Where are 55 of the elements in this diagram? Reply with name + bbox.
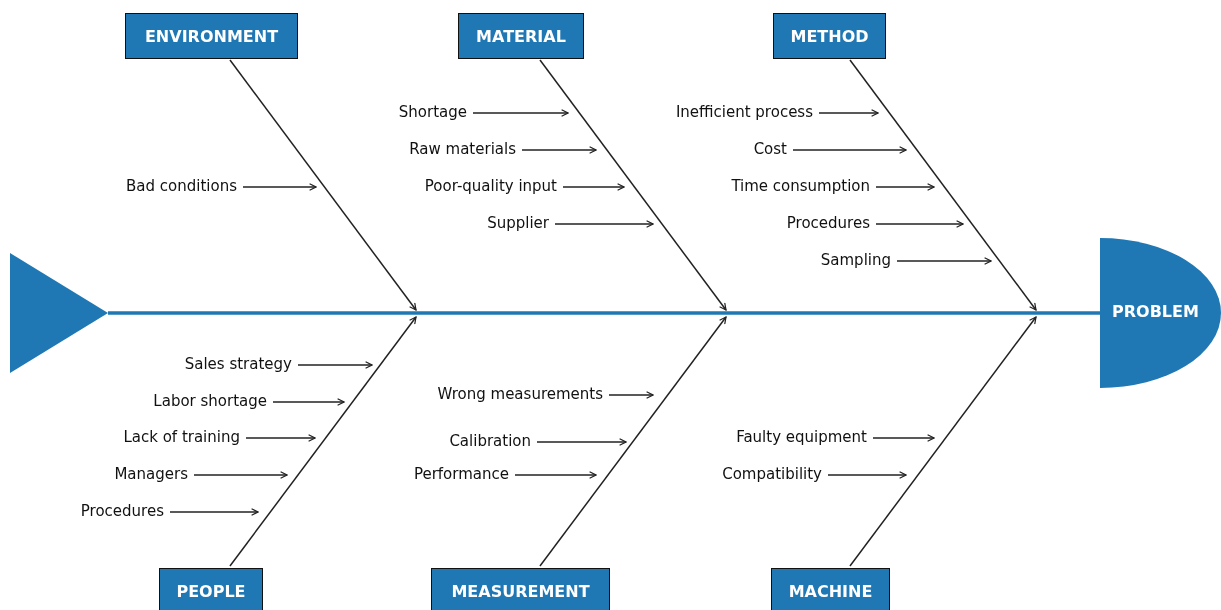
cause-label: Inefficient process [675,104,813,121]
arrow [827,471,907,479]
problem-label: PROBLEM [1112,302,1199,321]
cause-label: Cost [753,141,787,158]
bone-arrow [229,316,417,567]
category-box: ENVIRONMENT [125,13,298,59]
arrow [169,508,259,516]
spine-line [108,311,1100,315]
cause-label: Managers [114,466,188,483]
cause-label: Faulty equipment [736,429,867,446]
arrow [272,398,345,406]
cause-label: Labor shortage [153,393,267,410]
bone-arrow [229,59,417,311]
arrow [872,434,935,442]
category-box: MACHINE [771,568,890,610]
arrow [297,361,373,369]
category-box: PEOPLE [159,568,263,610]
arrow [896,257,992,265]
arrow [472,109,569,117]
cause-label: Performance [413,466,509,483]
arrow [245,434,316,442]
arrow [818,109,879,117]
arrow [875,183,935,191]
arrow [242,183,317,191]
cause-label: Wrong measurements [437,386,603,403]
cause-label: Sampling [820,252,891,269]
arrow [536,438,627,446]
category-box: MATERIAL [458,13,584,59]
bone-arrow [539,316,727,567]
cause-label: Sales strategy [184,356,292,373]
cause-label: Bad conditions [126,178,237,195]
fish-tail-triangle [10,253,108,373]
arrow [792,146,907,154]
cause-label: Raw materials [409,141,516,158]
arrow [521,146,597,154]
bone-arrow [539,59,727,311]
cause-label: Supplier [487,215,549,232]
cause-label: Procedures [80,503,164,520]
cause-label: Procedures [786,215,870,232]
category-box: METHOD [773,13,886,59]
arrow [193,471,288,479]
cause-label: Time consumption [731,178,870,195]
cause-label: Poor-quality input [424,178,557,195]
bone-arrow [849,316,1037,567]
cause-label: Compatibility [722,466,822,483]
arrow [608,391,654,399]
arrow [562,183,625,191]
category-box: MEASUREMENT [431,568,610,610]
cause-label: Calibration [449,433,531,450]
bone-arrow [849,59,1037,311]
cause-label: Shortage [398,104,467,121]
arrow [514,471,597,479]
cause-label: Lack of training [123,429,240,446]
arrow [554,220,654,228]
arrow [875,220,964,228]
